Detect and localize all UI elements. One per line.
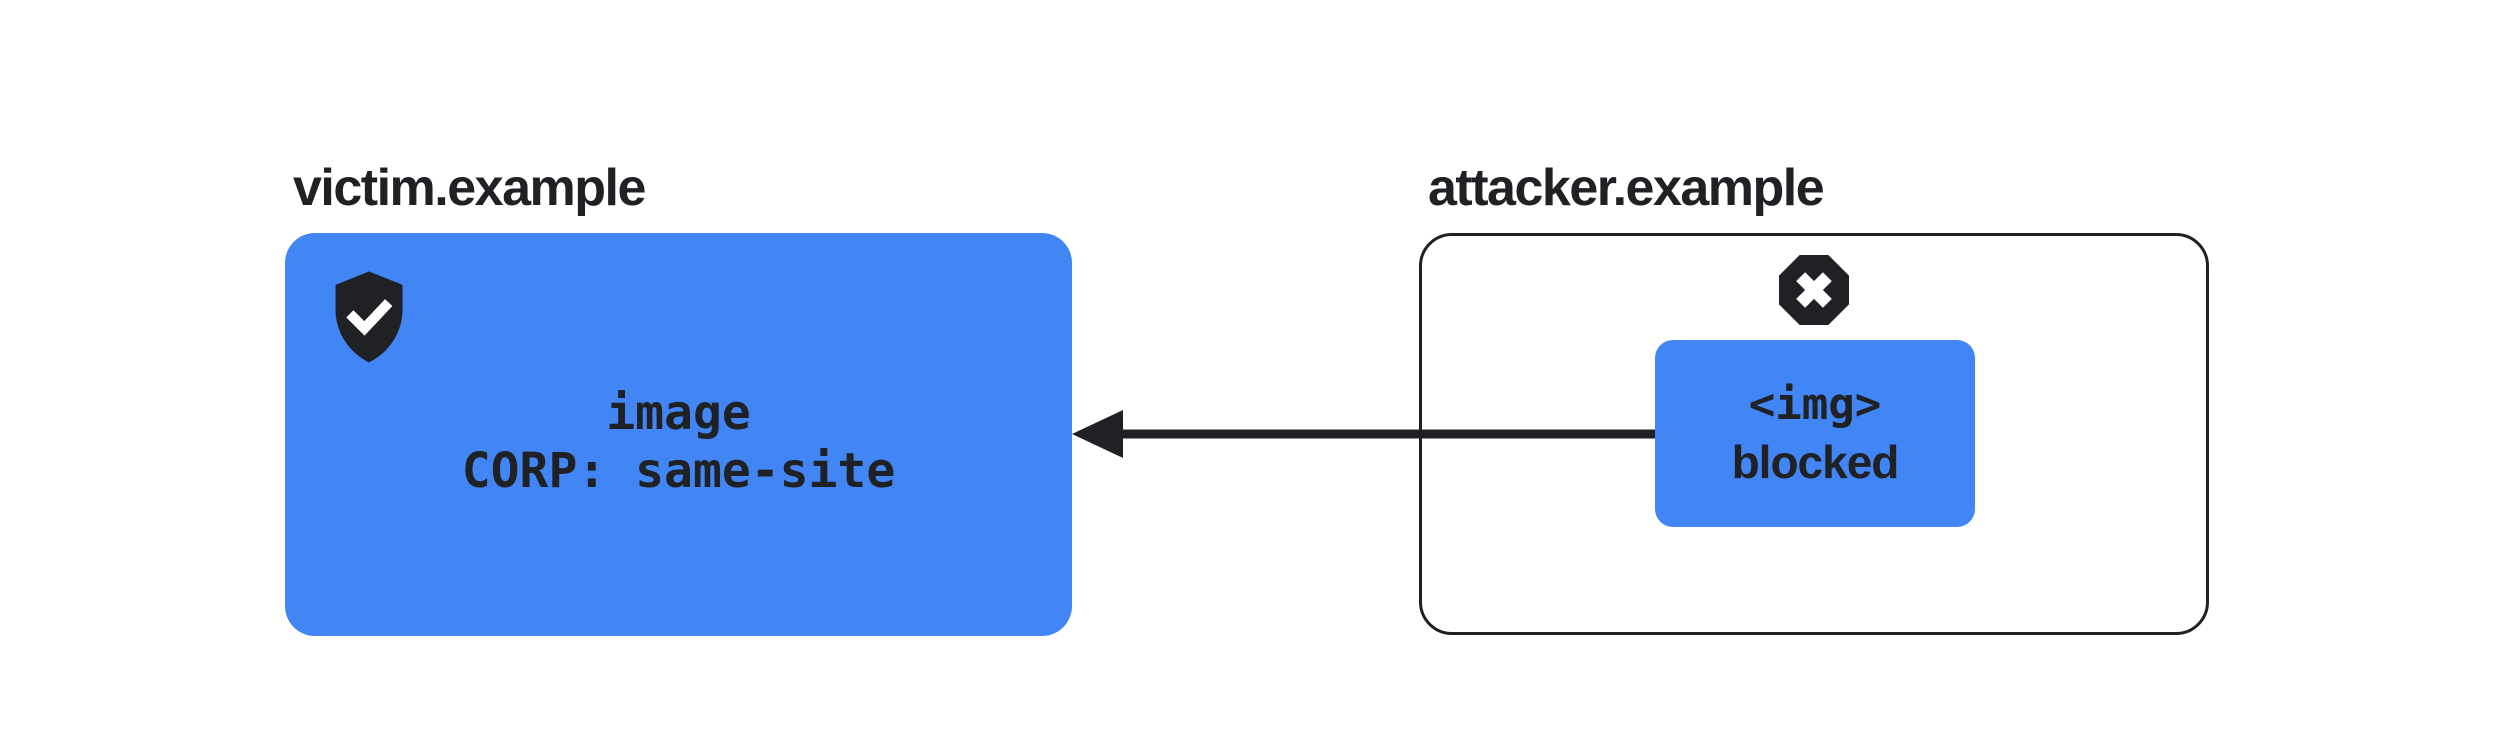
victim-domain-label: victim.example [293,159,646,217]
corp-header-label: CORP: same-site [461,442,896,499]
img-tag-label: <img> [1748,378,1882,430]
shield-check-icon [335,271,403,363]
blocked-request-box: <img> blocked [1655,340,1975,527]
victim-resource-box: image CORP: same-site [285,233,1072,636]
resource-type-label: image [606,384,751,441]
victim-resource-text: image CORP: same-site [285,233,1072,636]
blocked-octagon-x-icon [1779,255,1849,325]
blocked-label: blocked [1731,435,1900,488]
attacker-domain-label: attacker.example [1428,159,1825,217]
